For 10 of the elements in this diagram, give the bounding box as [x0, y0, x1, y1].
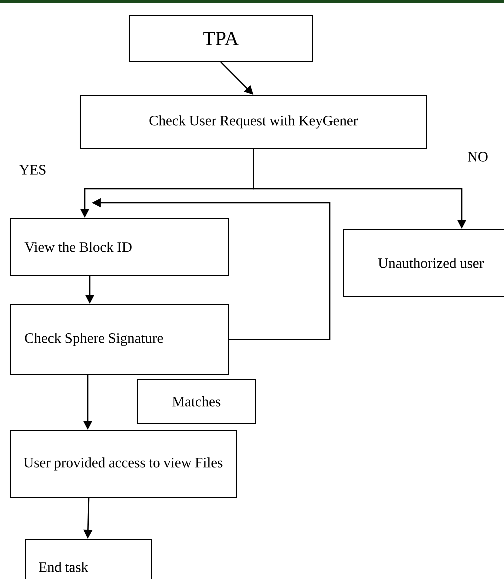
- edge-label: NO: [466, 151, 490, 163]
- process-box: TPA: [129, 15, 314, 62]
- process-box: Matches: [137, 379, 256, 424]
- edge-label: YES: [18, 164, 48, 176]
- process-box: Check Sphere Signature: [10, 304, 230, 376]
- process-box: User provided access to view Files: [10, 430, 238, 498]
- process-box: Check User Request with KeyGener: [80, 95, 428, 150]
- process-box: Unauthorized user: [343, 229, 504, 298]
- process-box: View the Block ID: [10, 218, 230, 276]
- process-box: End task: [25, 539, 152, 579]
